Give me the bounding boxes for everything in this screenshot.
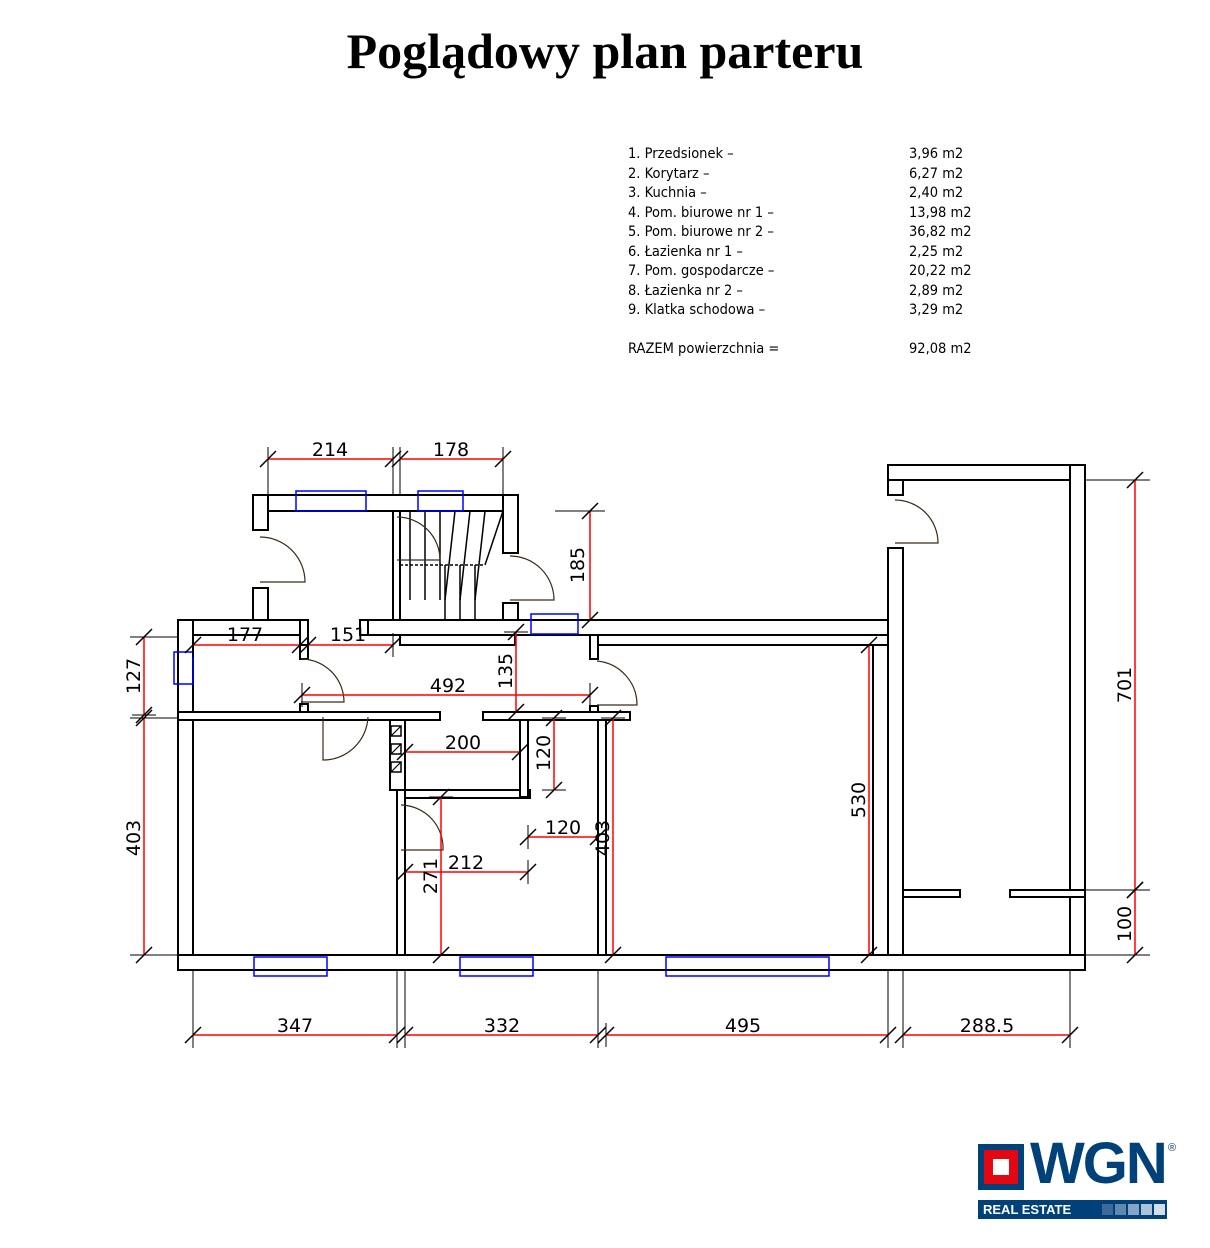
duct-icon: [390, 725, 402, 737]
room-area: 36,82 m2: [909, 224, 972, 240]
window: [665, 956, 830, 977]
room-area: 2,25 m2: [909, 243, 964, 260]
wall: [1009, 889, 1086, 898]
dimension-label: 271: [420, 858, 442, 894]
dimension-label: 120: [533, 735, 555, 771]
room-name: 3. Kuchnia –: [628, 185, 707, 201]
dimension-label: 185: [567, 547, 589, 583]
room-area: 6,27 m2: [909, 165, 964, 182]
wall: [177, 619, 194, 971]
dimension-label: 177: [227, 624, 263, 646]
page-title: Poglądowy plan parteru: [346, 23, 864, 79]
door-swing: [396, 516, 441, 561]
wall: [359, 619, 369, 636]
dimension-label: 288.5: [960, 1015, 1014, 1037]
door-swing: [400, 804, 444, 851]
wall: [399, 634, 516, 646]
duct-icon: [390, 761, 402, 773]
room-area: 92,08 m2: [909, 341, 972, 357]
window: [295, 490, 367, 512]
logo-square-icon: [978, 1144, 1024, 1190]
wgn-logo: WGN ® REAL ESTATE: [978, 1134, 1178, 1220]
door-swing: [322, 716, 369, 761]
wall: [589, 634, 599, 660]
room-name: 7. Pom. gospodarcze –: [628, 263, 775, 279]
logo-tagline-bar: REAL ESTATE: [978, 1200, 1167, 1219]
room-area: 13,98 m2: [909, 204, 972, 221]
wall: [359, 619, 889, 636]
door-swing: [259, 536, 306, 583]
duct-icon: [390, 743, 402, 755]
window: [530, 613, 579, 635]
dimension-label: 212: [448, 852, 484, 874]
wall: [404, 789, 531, 799]
stair-step: [474, 510, 486, 601]
dimension-label: 347: [277, 1015, 313, 1037]
window: [173, 651, 194, 685]
room-name: RAZEM powierzchnia =: [628, 341, 780, 357]
dimension-label: 332: [484, 1015, 520, 1037]
wall: [502, 494, 519, 554]
door-swing: [596, 660, 638, 706]
dimension-label: 127: [123, 658, 145, 694]
dimension-label: 530: [848, 782, 870, 818]
door-swing: [509, 555, 555, 601]
wall: [252, 494, 269, 531]
dimension-label: 178: [433, 439, 469, 461]
room-area: 20,22 m2: [909, 263, 972, 279]
wall: [589, 705, 599, 713]
wall: [887, 547, 904, 971]
logo-registered: ®: [1168, 1142, 1177, 1154]
room-area: 3,96 m2: [909, 146, 964, 162]
room-area: 3,29 m2: [909, 302, 964, 318]
room-area: 2,40 m2: [909, 185, 964, 201]
stair-step: [459, 510, 471, 601]
dimension-label: 214: [312, 439, 348, 461]
dimension-label: 495: [725, 1015, 761, 1037]
window: [459, 956, 534, 977]
room-name: 5. Pom. biurowe nr 2 –: [628, 224, 774, 240]
wall: [519, 719, 529, 798]
room-name: 4. Pom. biurowe nr 1 –: [628, 204, 774, 221]
wall: [299, 703, 309, 713]
wall: [392, 510, 401, 621]
wall: [902, 889, 961, 898]
window: [253, 956, 328, 977]
window: [417, 490, 464, 512]
stair-step: [444, 510, 456, 601]
wall: [177, 954, 1086, 971]
room-name: 9. Klatka schodowa –: [628, 302, 766, 318]
room-name: 8. Łazienka nr 2 –: [628, 282, 743, 299]
dimension-label: 151: [330, 624, 366, 646]
wall: [502, 602, 519, 621]
stair-step: [484, 510, 504, 566]
dimension-label: 701: [1114, 667, 1136, 703]
door-swing: [300, 658, 345, 703]
door-swing: [894, 499, 939, 544]
room-name: 1. Przedsionek –: [628, 146, 734, 162]
dimension-label: 100: [1114, 906, 1136, 942]
room-area: 2,89 m2: [909, 282, 964, 299]
logo-tagline: REAL ESTATE: [983, 1202, 1072, 1217]
wall: [252, 587, 269, 621]
wall: [252, 494, 519, 512]
wall: [872, 644, 889, 956]
room-name: 6. Łazienka nr 1 –: [628, 243, 743, 260]
dimension-label: 403: [123, 820, 145, 856]
dimension-label: 120: [545, 817, 581, 839]
dimension-label: 403: [592, 820, 614, 856]
wall: [887, 464, 1086, 481]
logo-word: WGN: [1030, 1131, 1168, 1196]
wall: [177, 711, 441, 721]
room-name: 2. Korytarz –: [628, 165, 710, 182]
dimension-label: 492: [430, 675, 466, 697]
dimension-label: 135: [495, 653, 517, 689]
dimension-label: 200: [445, 732, 481, 754]
